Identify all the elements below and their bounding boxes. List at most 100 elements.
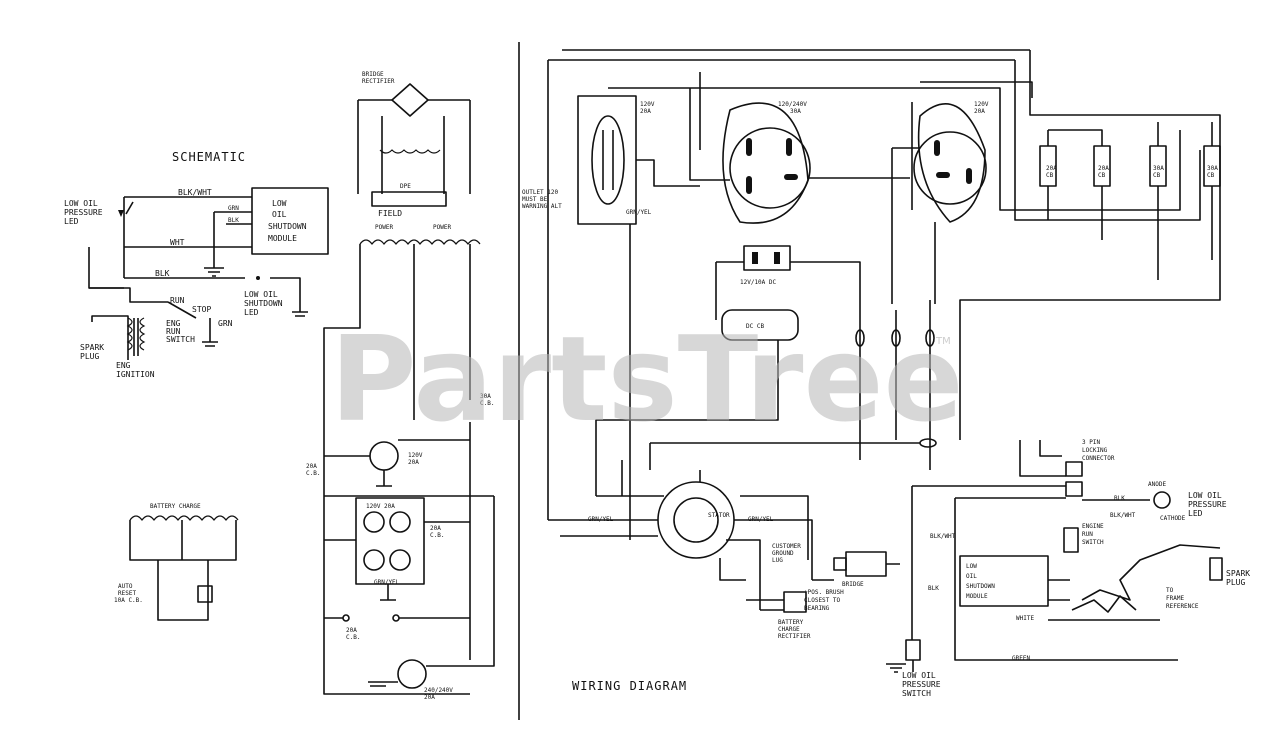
schematic-receptacles: 120V 20A 20A C.B. 30A C.B. 120V 20A GRN/… — [306, 393, 495, 701]
wiring-diagram-title: WIRING DIAGRAM — [572, 679, 687, 693]
shutdown-module-wiring — [204, 211, 252, 277]
receptacle-120-240v-30a: 120/240V 30A — [722, 101, 910, 224]
svg-text:GRN/YEL: GRN/YEL — [626, 209, 652, 216]
svg-text:SPARK: SPARK — [1226, 569, 1250, 578]
svg-text:3 PIN: 3 PIN — [1082, 439, 1100, 446]
svg-text:CB: CB — [1098, 172, 1106, 179]
svg-text:DC CB: DC CB — [746, 323, 764, 330]
shutdown-module-box — [251, 187, 329, 255]
wire-connectors — [621, 300, 937, 496]
svg-text:LOW: LOW — [272, 199, 287, 208]
svg-text:GRN: GRN — [218, 319, 233, 328]
svg-text:GROUND: GROUND — [772, 550, 794, 557]
svg-text:FRAME: FRAME — [1166, 595, 1184, 602]
svg-text:LOCKING: LOCKING — [1082, 447, 1108, 454]
svg-text:BATTERY CHARGE: BATTERY CHARGE — [150, 503, 201, 510]
svg-text:SWITCH: SWITCH — [166, 335, 195, 344]
wiring-diagram-section: WIRING DIAGRAM 120V 20A OUTLET 120 MUST … — [522, 49, 1250, 698]
svg-text:RECTIFIER: RECTIFIER — [778, 633, 811, 640]
svg-text:SHUTDOWN: SHUTDOWN — [268, 222, 307, 231]
svg-text:GRN: GRN — [228, 205, 239, 212]
svg-text:GRN/YEL: GRN/YEL — [748, 516, 774, 523]
svg-text:12V/10A DC: 12V/10A DC — [740, 279, 777, 286]
svg-text:CLOSEST TO: CLOSEST TO — [804, 597, 841, 604]
eng-run-switch-wiring — [89, 287, 218, 347]
dc-output: 12V/10A DC DC CB — [595, 245, 861, 496]
svg-text:LUG: LUG — [772, 557, 783, 564]
schematic-section: SCHEMATIC LOW OIL PRESSURE LED BLK/WHT W… — [64, 71, 495, 701]
svg-text:10A C.B.: 10A C.B. — [114, 597, 143, 604]
svg-text:LOW OIL: LOW OIL — [64, 199, 98, 208]
svg-text:LED: LED — [244, 308, 259, 317]
svg-text:240/240V: 240/240V — [424, 687, 453, 694]
svg-text:SHUTDOWN: SHUTDOWN — [244, 299, 283, 308]
circuit-breakers: 20A CB 20A CB 30A CB 30A CB — [1039, 122, 1221, 280]
svg-text:120V: 120V — [640, 101, 655, 108]
svg-text:BLK: BLK — [228, 217, 239, 224]
svg-text:SWITCH: SWITCH — [1082, 539, 1104, 546]
svg-text:OUTLET 120: OUTLET 120 — [522, 189, 559, 196]
svg-text:LED: LED — [1188, 509, 1203, 518]
svg-text:SWITCH: SWITCH — [902, 689, 931, 698]
svg-text:WHT: WHT — [170, 238, 185, 247]
svg-text:20A: 20A — [346, 627, 357, 634]
svg-text:AUTO: AUTO — [118, 583, 133, 590]
svg-text:20A: 20A — [1098, 165, 1109, 172]
svg-text:LOW OIL: LOW OIL — [1188, 491, 1222, 500]
svg-text:C.B.: C.B. — [306, 470, 320, 477]
svg-text:WARNING ALT: WARNING ALT — [522, 203, 562, 210]
svg-text:20A: 20A — [306, 463, 317, 470]
svg-text:PRESSURE: PRESSURE — [902, 680, 941, 689]
svg-text:GRN/YEL: GRN/YEL — [374, 579, 400, 586]
svg-text:FIELD: FIELD — [378, 209, 402, 218]
svg-text:20A: 20A — [424, 694, 435, 701]
svg-text:RECTIFIER: RECTIFIER — [362, 78, 395, 85]
svg-text:30A: 30A — [790, 108, 801, 115]
svg-text:BLK/WHT: BLK/WHT — [1110, 512, 1136, 519]
svg-text:20A: 20A — [1046, 165, 1057, 172]
svg-text:BLK: BLK — [155, 269, 170, 278]
svg-text:BLK/WHT: BLK/WHT — [178, 188, 212, 197]
brush-bridge: BRIDGE +POS. BRUSH CLOSEST TO BEARING — [804, 551, 900, 612]
stator: STATOR GRN/YEL GRN/YEL CUSTOMER GROUND L… — [548, 470, 813, 610]
svg-text:LOW OIL: LOW OIL — [902, 671, 936, 680]
svg-text:ENG: ENG — [166, 319, 181, 328]
svg-text:CB: CB — [1207, 172, 1215, 179]
svg-text:BRIDGE: BRIDGE — [362, 71, 384, 78]
svg-text:LOW: LOW — [966, 563, 977, 570]
svg-text:MUST BE: MUST BE — [522, 196, 548, 203]
svg-text:C.B.: C.B. — [480, 400, 494, 407]
engine-run-switch: ENGINE RUN SWITCH SPARK PLUG TO FRAME RE… — [1063, 523, 1250, 613]
svg-text:RUN: RUN — [166, 327, 181, 336]
svg-text:SPARK: SPARK — [80, 343, 104, 352]
svg-text:SHUTDOWN: SHUTDOWN — [966, 583, 995, 590]
svg-text:BLK/WHT: BLK/WHT — [930, 533, 956, 540]
svg-text:REFERENCE: REFERENCE — [1166, 603, 1199, 610]
svg-text:WHITE: WHITE — [1016, 615, 1034, 622]
power-windings: POWER POWER — [323, 224, 481, 695]
svg-text:POWER: POWER — [375, 224, 393, 231]
svg-text:PRESSURE: PRESSURE — [1188, 500, 1227, 509]
svg-text:GREEN: GREEN — [1012, 655, 1030, 662]
svg-text:POWER: POWER — [433, 224, 451, 231]
svg-text:STOP: STOP — [192, 305, 211, 314]
svg-text:120V 20A: 120V 20A — [366, 503, 395, 510]
svg-text:STATOR: STATOR — [708, 512, 730, 519]
bridge-rectifier-field: BRIDGE RECTIFIER FIELD DPE — [357, 71, 471, 218]
low-oil-shutdown-module: BLK/WHT LOW OIL SHUTDOWN MODULE WHITE GR… — [911, 486, 1178, 662]
svg-text:OIL: OIL — [966, 573, 977, 580]
wire-blk-shutdown — [124, 277, 308, 317]
receptacle-120v-20a: 120V 20A OUTLET 120 MUST BE WARNING ALT … — [522, 95, 700, 540]
svg-text:30A: 30A — [480, 393, 491, 400]
svg-text:20A: 20A — [430, 525, 441, 532]
low-oil-pressure-led-schematic: LOW OIL PRESSURE LED — [64, 199, 134, 226]
svg-text:RESET: RESET — [118, 590, 136, 597]
svg-text:120V: 120V — [974, 101, 989, 108]
svg-text:120V: 120V — [408, 452, 423, 459]
svg-text:MODULE: MODULE — [966, 593, 988, 600]
low-oil-pressure-switch: LOW OIL PRESSURE SWITCH — [886, 639, 941, 698]
parts-tree-watermark: PartsTree — [330, 310, 964, 448]
wiring-bus — [547, 49, 1221, 520]
svg-text:CONNECTOR: CONNECTOR — [1082, 455, 1115, 462]
